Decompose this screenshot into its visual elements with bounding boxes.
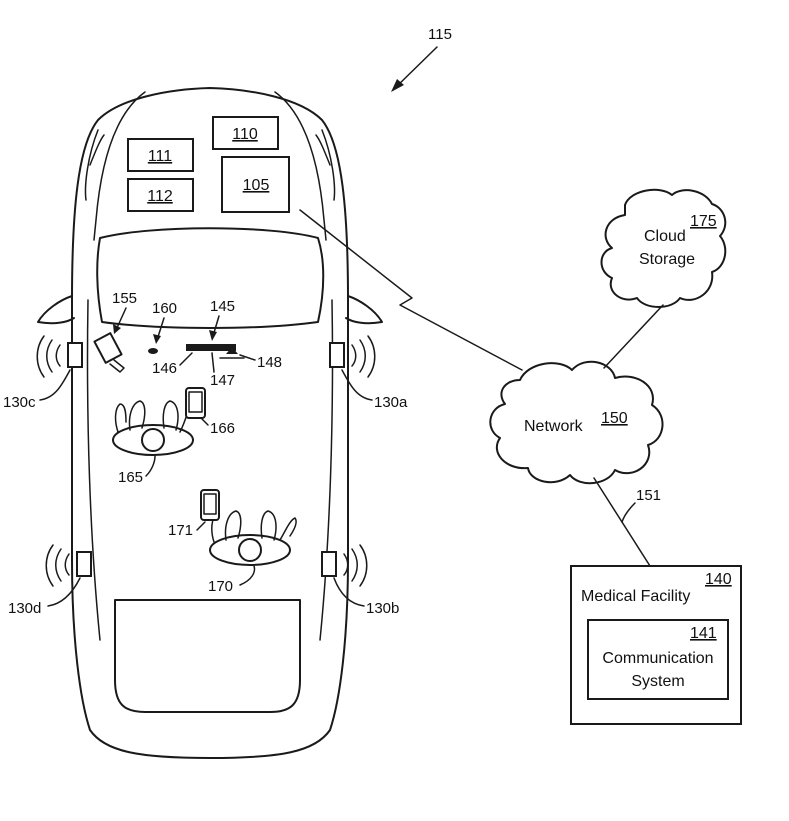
left-mirror [37, 295, 75, 325]
cloud-storage-shape [600, 188, 727, 308]
storage-network-link [603, 304, 664, 369]
speaker-rear-right: 130b [321, 544, 399, 617]
device-166: 166 [185, 387, 235, 437]
speaker-label-130a: 130a [374, 394, 408, 411]
figure-arrowhead [391, 79, 404, 92]
link-label-leader [621, 502, 636, 523]
occupant-label-165: 165 [118, 469, 143, 486]
network: Network 150 [489, 360, 664, 485]
vehicle-body-outline [71, 87, 349, 759]
rear-window [114, 599, 301, 713]
cloud-storage: Cloud Storage 175 [600, 188, 727, 308]
network-ref: 150 [601, 410, 628, 427]
cloud-storage-line1: Cloud [644, 228, 686, 245]
network-label: Network [524, 418, 584, 435]
cloud-storage-line2: Storage [639, 251, 695, 268]
medical-facility-ref: 140 [705, 571, 732, 588]
wireless-link [299, 209, 523, 371]
camera-155: 155 [93, 290, 137, 373]
device-label-166: 166 [210, 420, 235, 437]
link-label-151: 151 [636, 487, 661, 504]
component-box-105 [221, 156, 290, 213]
speaker-label-130b: 130b [366, 600, 399, 617]
component-box-110 [212, 116, 279, 150]
windshield [96, 227, 325, 329]
display-145: 145 146 147 148 [152, 298, 282, 389]
speaker-label-130d: 130d [8, 600, 41, 617]
speaker-front-left: 130c [3, 335, 83, 411]
display-part-label-146: 146 [152, 360, 177, 377]
cloud-storage-ref: 175 [690, 213, 717, 230]
figure-label: 115 [428, 26, 452, 43]
sensor-label-160: 160 [152, 300, 177, 317]
hood-inner-line [93, 91, 327, 241]
left-fender-curve [84, 129, 105, 201]
medical-facility-label: Medical Facility [581, 588, 690, 605]
communication-system-box [587, 619, 729, 700]
device-171: 171 [168, 489, 220, 539]
component-label-111: 111 [148, 148, 172, 165]
occupant-label-170: 170 [208, 578, 233, 595]
speaker-label-130c: 130c [3, 394, 36, 411]
sensor-160: 160 [148, 300, 177, 354]
network-cloud-shape [489, 360, 664, 485]
component-label-112: 112 [147, 188, 173, 205]
occupant-165: 165 [112, 400, 194, 486]
component-label-110: 110 [232, 126, 258, 143]
occupant-170: 170 [208, 510, 297, 595]
vehicle: 110 111 112 105 155 160 145 [3, 87, 408, 759]
device-label-171: 171 [168, 522, 193, 539]
camera-label-155: 155 [112, 290, 137, 307]
communication-system-line1: Communication [602, 650, 713, 667]
component-box-112 [127, 178, 194, 212]
right-fender-curve [315, 129, 336, 201]
display-label-145: 145 [210, 298, 235, 315]
speaker-front-right: 130a [329, 335, 408, 411]
communication-system-line2: System [631, 673, 684, 690]
component-label-105: 105 [243, 177, 270, 194]
communication-system-ref: 141 [690, 625, 717, 642]
component-box-111 [127, 138, 194, 172]
medical-facility: Medical Facility 140 141 Communication S… [570, 565, 742, 725]
speaker-rear-left: 130d [8, 544, 92, 617]
display-part-label-148: 148 [257, 354, 282, 371]
right-mirror [345, 295, 383, 325]
display-part-label-147: 147 [210, 372, 235, 389]
